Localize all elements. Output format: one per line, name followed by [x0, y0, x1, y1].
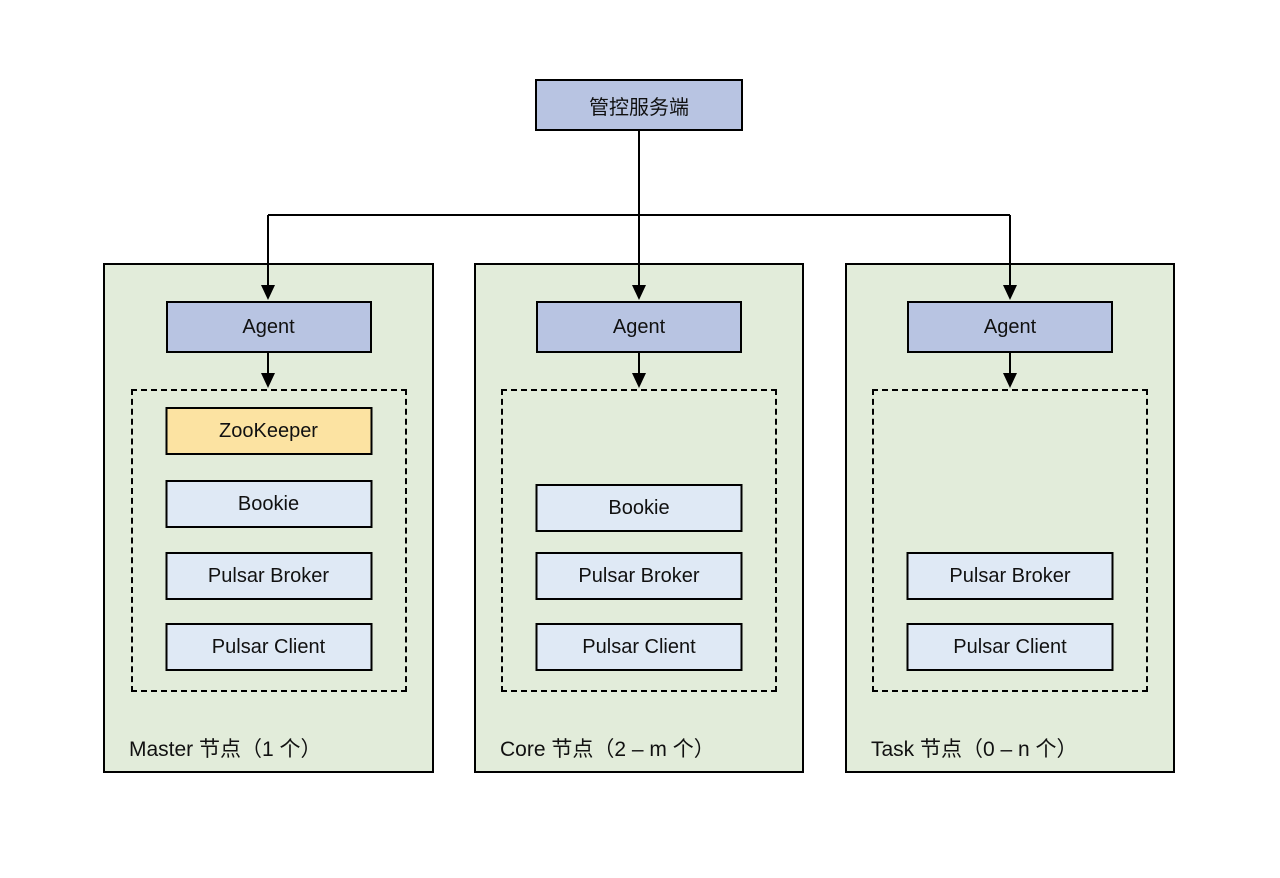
- agent-box-core: Agent: [536, 301, 742, 353]
- component-label: Pulsar Client: [953, 635, 1067, 658]
- component-group-master: [130, 389, 407, 692]
- agent-label: Agent: [242, 315, 295, 338]
- agent-box-master: Agent: [165, 301, 372, 353]
- component-box-zookeeper: ZooKeeper: [165, 407, 372, 455]
- component-label: ZooKeeper: [219, 419, 318, 442]
- component-label: Pulsar Broker: [949, 564, 1071, 587]
- master-panel-caption: Master 节点（1 个）: [129, 738, 322, 761]
- component-group-core: [501, 389, 777, 692]
- component-label: Pulsar Broker: [578, 564, 700, 587]
- agent-label: Agent: [983, 315, 1037, 338]
- component-box-pulsar-broker: Pulsar Broker: [165, 552, 372, 600]
- component-group-task: [872, 389, 1148, 692]
- core-node-panel: Agent Bookie Pulsar Broker Pulsar Client…: [474, 263, 804, 773]
- component-box-pulsar-client: Pulsar Client: [535, 623, 743, 671]
- task-node-panel: Agent Pulsar Broker Pulsar Client Task 节…: [845, 263, 1175, 773]
- core-panel-caption: Core 节点（2 – m 个）: [500, 738, 715, 761]
- component-box-bookie: Bookie: [165, 480, 372, 528]
- component-box-pulsar-client: Pulsar Client: [906, 623, 1114, 671]
- component-box-bookie: Bookie: [535, 484, 743, 532]
- component-label: Pulsar Broker: [207, 564, 330, 587]
- component-label: Pulsar Client: [582, 635, 696, 658]
- component-box-pulsar-broker: Pulsar Broker: [535, 552, 743, 600]
- component-box-pulsar-broker: Pulsar Broker: [906, 552, 1114, 600]
- master-node-panel: Agent ZooKeeper Bookie Pulsar Broker Pul…: [103, 263, 434, 773]
- agent-box-task: Agent: [907, 301, 1113, 353]
- component-label: Bookie: [237, 492, 300, 515]
- task-panel-caption: Task 节点（0 – n 个）: [871, 738, 1078, 761]
- agent-label: Agent: [612, 315, 666, 338]
- component-box-pulsar-client: Pulsar Client: [165, 623, 372, 671]
- component-label: Pulsar Client: [211, 635, 326, 658]
- component-label: Bookie: [608, 496, 670, 519]
- control-server-label: 管控服务端: [589, 96, 689, 119]
- control-server-box: 管控服务端: [535, 79, 743, 131]
